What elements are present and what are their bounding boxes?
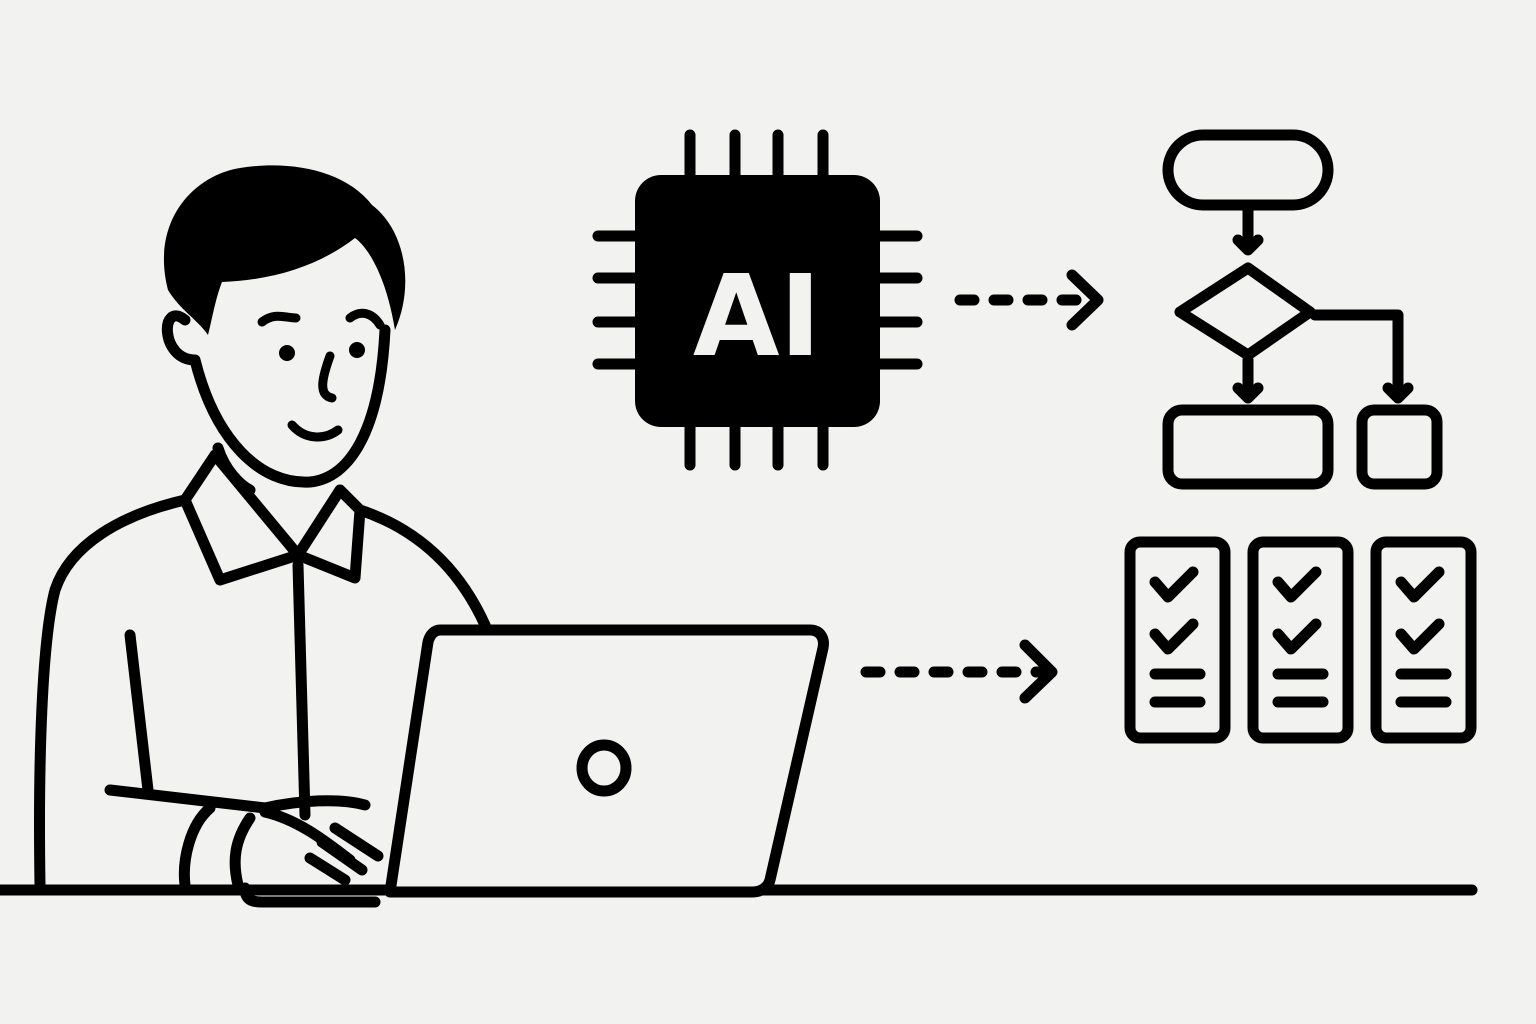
checklist-card: [1247, 536, 1354, 744]
checkmark-icon: [1149, 618, 1199, 655]
right-eye: [349, 342, 365, 358]
checkmark-icon: [1272, 566, 1322, 603]
checklist-card: [1124, 536, 1231, 744]
flowchart-process-node: [1162, 404, 1334, 490]
checklist-card: [1370, 536, 1477, 744]
chip-pins-right: [869, 230, 923, 370]
checkmark-icon: [1149, 566, 1199, 603]
flowchart-icon: [1162, 129, 1443, 490]
laptop-logo: [576, 739, 632, 797]
checklist-group: [1124, 536, 1477, 744]
flowchart-start-node: [1162, 129, 1334, 211]
chip-pins-bottom: [684, 416, 829, 471]
person-smile: [287, 420, 343, 442]
chip-pins-top: [684, 129, 829, 186]
arrow-laptop-to-checklists: [860, 639, 1058, 704]
checklist-card-outline: [1247, 536, 1354, 744]
left-eyebrow: [257, 311, 301, 327]
person-face: [161, 310, 391, 488]
person-hand: [259, 806, 384, 886]
shirt-fold: [124, 629, 154, 796]
person-hair: [163, 165, 406, 335]
flowchart-side-node: [1356, 404, 1443, 490]
person-nose: [318, 351, 337, 403]
left-eye: [279, 345, 295, 361]
checklist-card-outline: [1124, 536, 1231, 744]
laptop: [239, 624, 829, 908]
chip-pins-left: [592, 230, 646, 370]
checklist-card-outline: [1370, 536, 1477, 744]
laptop-screen-back: [384, 624, 829, 898]
person-neck: [212, 442, 256, 496]
checkmark-icon: [1272, 618, 1322, 655]
shirt-body: [34, 494, 491, 891]
laptop-base: [239, 882, 381, 908]
shirt-placket: [292, 559, 311, 821]
person-at-desk: [34, 165, 491, 891]
ai-chip: AI: [592, 129, 923, 471]
right-eyebrow: [345, 308, 385, 330]
checkmark-icon: [1395, 566, 1445, 603]
checkmark-icon: [1395, 618, 1445, 655]
chip-label: AI: [693, 252, 821, 382]
flowchart-decision-node: [1174, 262, 1316, 361]
chip-body: [635, 175, 880, 427]
arrow-chip-to-flowchart: [954, 269, 1104, 331]
